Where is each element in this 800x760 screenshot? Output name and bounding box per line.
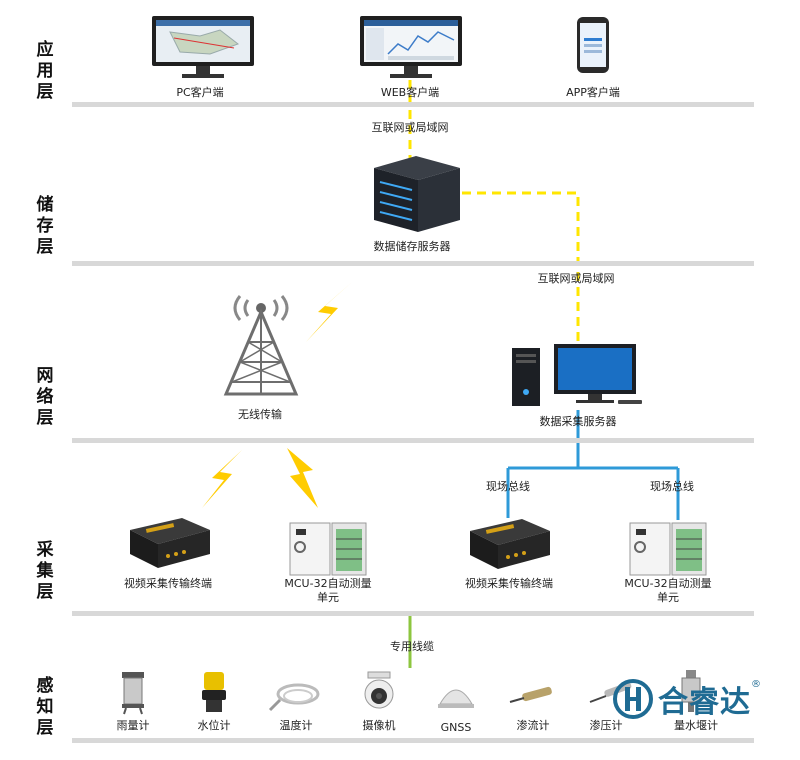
layer-divider xyxy=(72,261,754,266)
gnss-antenna-icon xyxy=(438,689,474,708)
web-client-label: WEB客户端 xyxy=(380,86,440,99)
sensor-label: 雨量计 xyxy=(116,719,150,732)
pc-client-label: PC客户端 xyxy=(176,86,224,99)
mcu-unit-icon xyxy=(289,522,367,576)
video-terminal-icon xyxy=(130,518,210,568)
weir-gauge-icon xyxy=(681,670,701,712)
thermometer-cable-icon xyxy=(268,683,320,712)
mcu-unit-1-label: MCU-32自动测量单元 xyxy=(284,577,372,604)
brand-logo-icon xyxy=(613,679,653,719)
layer-divider xyxy=(72,102,754,107)
wireless-label: 无线传输 xyxy=(238,408,282,421)
camera-icon xyxy=(364,671,394,709)
collector-server-label: 数据采集服务器 xyxy=(539,415,617,428)
fieldbus-right-label: 现场总线 xyxy=(650,480,694,493)
storage-server-icon xyxy=(374,156,460,232)
pc-monitor-icon xyxy=(152,16,254,78)
layer-divider xyxy=(72,438,754,443)
sensor-label: 摄像机 xyxy=(362,719,396,732)
lightning-icon xyxy=(202,450,242,508)
water-level-icon xyxy=(202,672,226,712)
link-storage-to-collector xyxy=(462,191,580,345)
sensor-label: 温度计 xyxy=(279,719,313,732)
sensor-label: 量水堰计 xyxy=(674,719,718,732)
layer-label-sensing: 感知层 xyxy=(36,676,54,738)
phone-icon xyxy=(577,17,609,73)
cable-label: 专用线缆 xyxy=(390,640,434,653)
brand-name: 合睿达 xyxy=(658,685,751,720)
video-terminal-1-label: 视频采集传输终端 xyxy=(124,577,212,590)
registered-mark: ® xyxy=(751,679,761,690)
layer-divider xyxy=(72,738,754,743)
storage-server-label: 数据储存服务器 xyxy=(373,240,451,253)
mcu-unit-icon xyxy=(629,522,707,576)
app-client-label: APP客户端 xyxy=(566,86,620,99)
layer-label-storage: 储存层 xyxy=(36,195,54,257)
video-terminal-icon xyxy=(470,519,550,569)
sensor-label: 渗流计 xyxy=(516,719,550,732)
rain-gauge-icon xyxy=(122,672,144,715)
sensor-label: 渗压计 xyxy=(589,719,623,732)
sensor-label: 水位计 xyxy=(197,719,231,732)
fieldbus-left-label: 现场总线 xyxy=(486,480,530,493)
mcu-unit-2-label: MCU-32自动测量单元 xyxy=(624,577,712,604)
layer-label-collection: 采集层 xyxy=(36,540,54,602)
sensor-label: GNSS xyxy=(440,721,472,734)
layer-label-application: 应用层 xyxy=(36,40,54,102)
lightning-icon xyxy=(287,448,318,508)
storage-network-link-label: 互联网或局域网 xyxy=(371,121,449,134)
lightning-icon xyxy=(306,282,352,342)
network-link-label: 互联网或局域网 xyxy=(537,272,615,285)
collector-server-icon xyxy=(512,344,642,406)
brand-logo: 合睿达 ® xyxy=(612,677,761,721)
seepage-meter-icon xyxy=(509,686,552,703)
layer-label-network: 网络层 xyxy=(36,366,54,428)
wireless-tower-icon xyxy=(223,295,299,396)
layer-divider xyxy=(72,611,754,616)
video-terminal-2-label: 视频采集传输终端 xyxy=(465,577,553,590)
web-monitor-icon xyxy=(360,16,462,78)
